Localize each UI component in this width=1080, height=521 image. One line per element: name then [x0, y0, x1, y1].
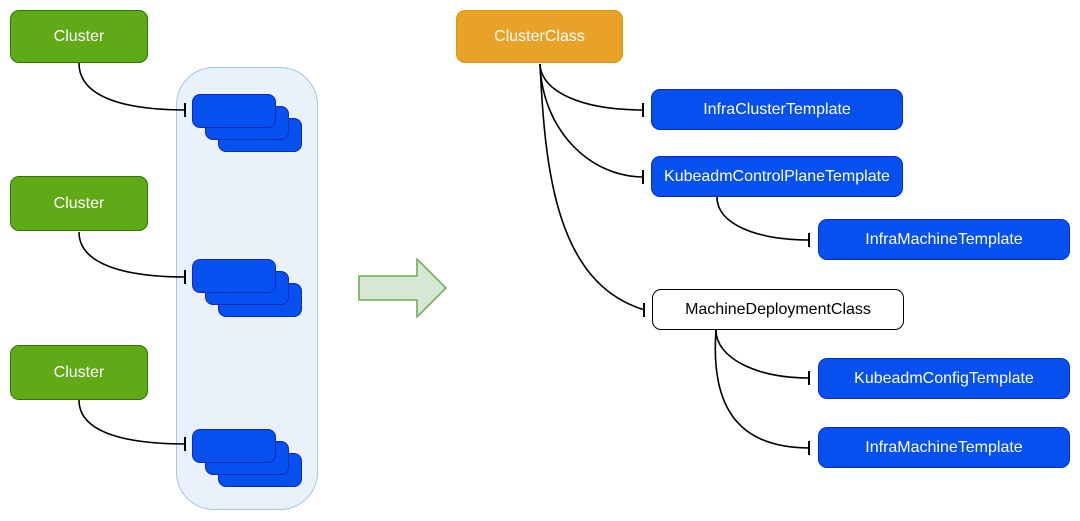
cluster-node-3-label: Cluster — [53, 363, 105, 381]
stack2-rect-front — [192, 259, 276, 293]
kubeadmconfigtemplate-node: KubeadmConfigTemplate — [818, 358, 1070, 399]
edge-cluster3-to-stack3 — [78, 399, 187, 445]
stack3-rect-front — [192, 429, 276, 463]
inframachinetemplate-2-label: InfraMachineTemplate — [865, 438, 1023, 456]
kubeadmcontrolplanetemplate-label: KubeadmControlPlaneTemplate — [664, 167, 890, 185]
machinedeploymentclass-node: MachineDeploymentClass — [652, 289, 904, 330]
inframachinetemplate-node-2: InfraMachineTemplate — [818, 427, 1070, 468]
edge-clusterclass-to-kubeadmcontrolplanetemplate — [539, 63, 645, 178]
edge-mdc-to-kubeadmconfigtemplate — [715, 329, 811, 379]
edge-kcp-to-inframachinetemplate — [716, 196, 811, 241]
inframachinetemplate-node-1: InfraMachineTemplate — [818, 219, 1070, 260]
edge-mdc-to-inframachinetemplate — [714, 329, 811, 449]
infraclustertemplate-node: InfraClusterTemplate — [651, 89, 903, 130]
edge-cluster2-to-stack2 — [78, 231, 187, 278]
cluster-node-1-label: Cluster — [53, 27, 105, 45]
cluster-node-2-label: Cluster — [53, 194, 105, 212]
cluster-node-2: Cluster — [10, 176, 148, 231]
inframachinetemplate-1-label: InfraMachineTemplate — [865, 230, 1023, 248]
cluster-node-1: Cluster — [10, 10, 148, 63]
machinedeploymentclass-label: MachineDeploymentClass — [685, 300, 871, 318]
kubeadmconfigtemplate-label: KubeadmConfigTemplate — [854, 369, 1034, 387]
cluster-node-3: Cluster — [10, 345, 148, 400]
edge-clusterclass-to-machinedeploymentclass — [539, 63, 646, 311]
clusterclass-node: ClusterClass — [456, 10, 623, 63]
edge-clusterclass-to-infraclustertemplate — [539, 63, 645, 111]
infraclustertemplate-label: InfraClusterTemplate — [703, 100, 851, 118]
kubeadmcontrolplanetemplate-node: KubeadmControlPlaneTemplate — [651, 156, 903, 197]
clusterclass-label: ClusterClass — [494, 27, 585, 45]
stack1-rect-front — [192, 94, 276, 128]
transform-right-arrow-icon — [358, 258, 447, 318]
edge-cluster1-to-stack1 — [78, 62, 187, 111]
